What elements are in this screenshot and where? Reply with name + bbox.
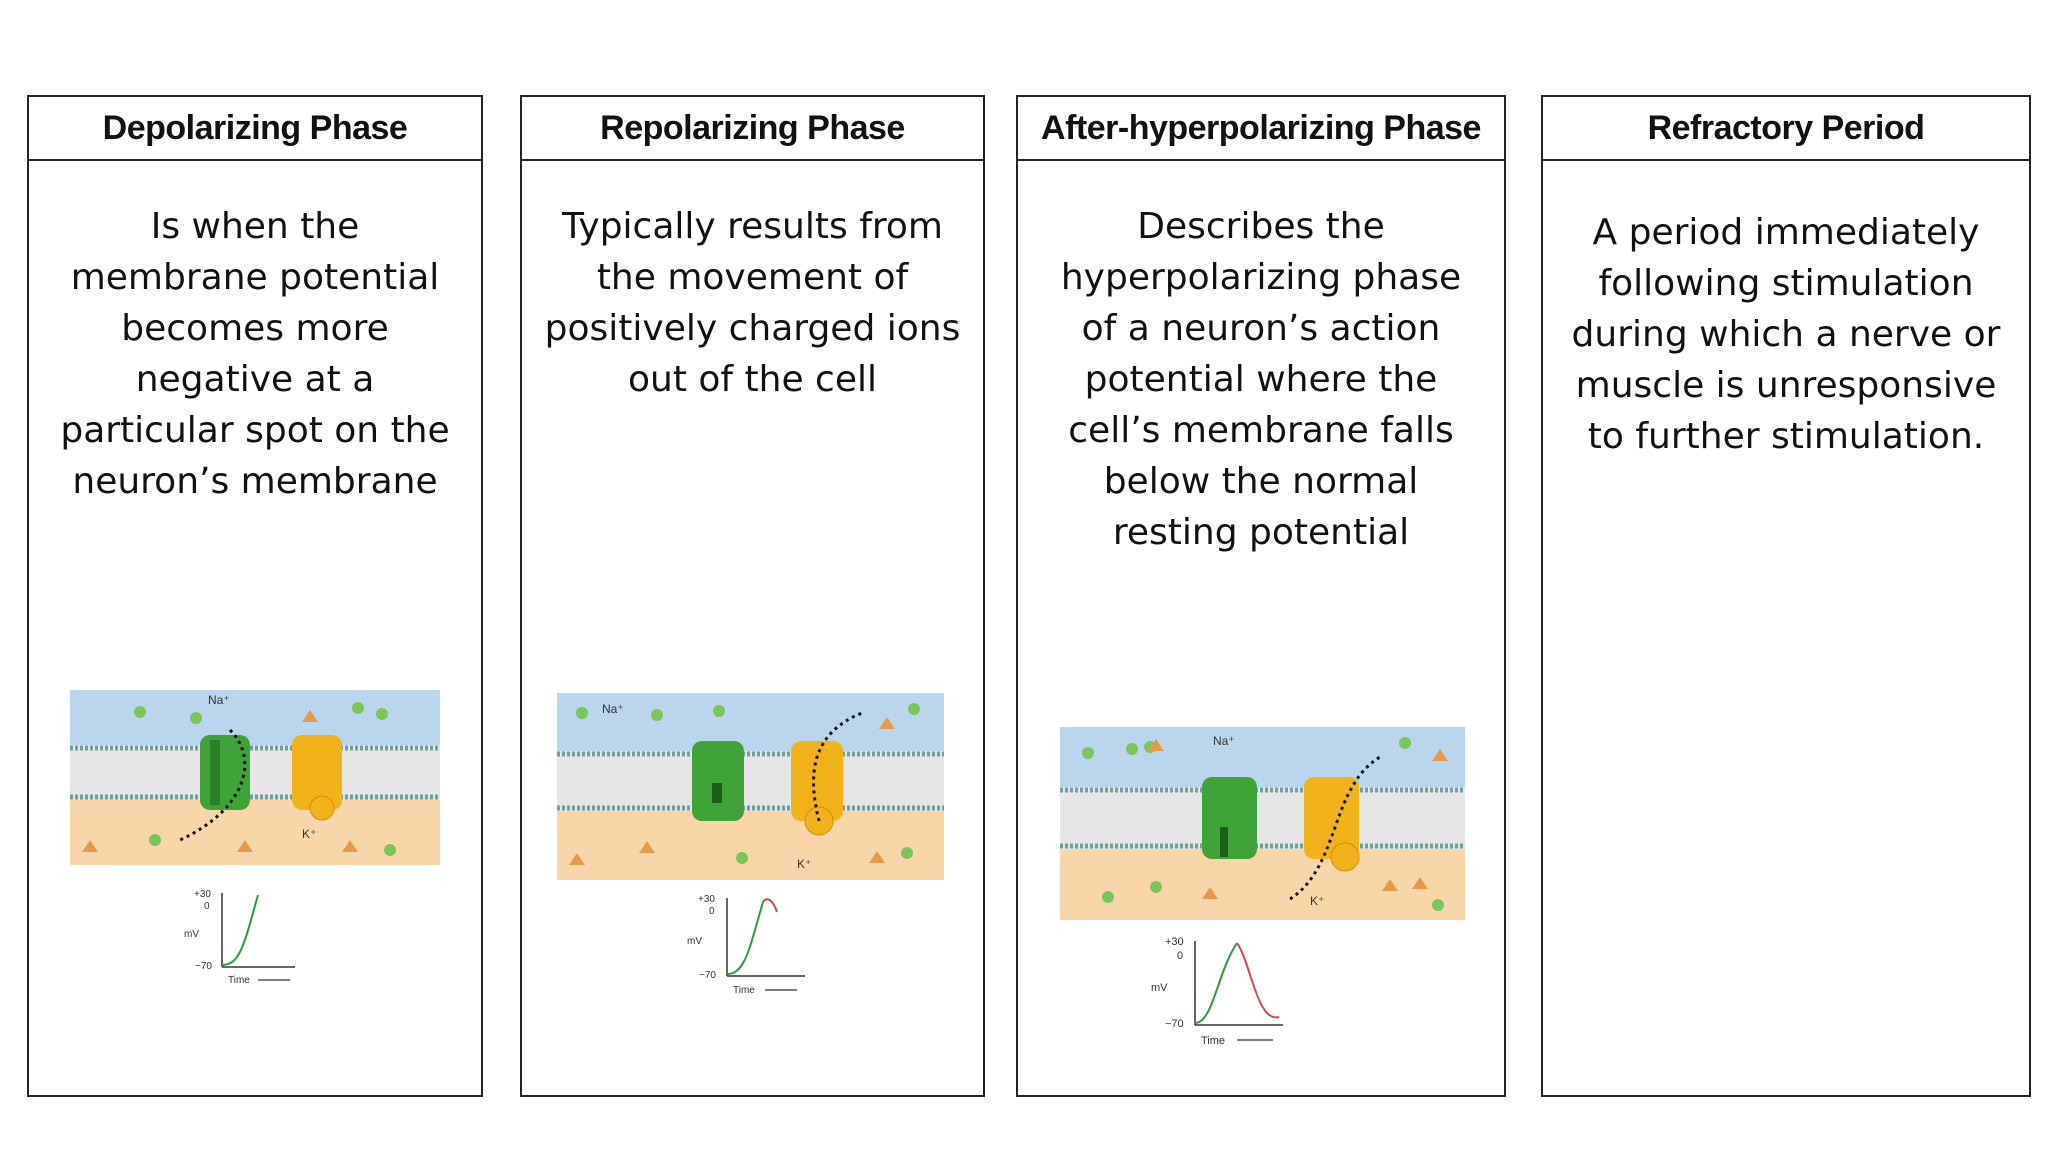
- y-tick-zero: 0: [709, 906, 715, 917]
- membrane-diagram-depolarizing: Na⁺ K⁺: [70, 690, 440, 865]
- card-title: After-hyperpolarizing Phase: [1018, 97, 1504, 161]
- card-depolarizing: Depolarizing Phase Is when the membrane …: [27, 95, 483, 1097]
- voltage-graph: +30 0 −70 mV Time: [1151, 936, 1283, 1047]
- y-tick-bottom: −70: [699, 970, 716, 981]
- voltage-graph: +30 0 −70 mV Time: [687, 894, 805, 996]
- voltage-graph-depolarizing: +30 0 −70 mV Time: [180, 885, 310, 990]
- card-description: A period immediately following stimulati…: [1571, 212, 2001, 457]
- membrane-illustration: Na⁺ K⁺: [70, 690, 440, 865]
- y-tick-top: +30: [698, 894, 715, 905]
- x-label: Time: [1201, 1035, 1225, 1047]
- y-unit: mV: [184, 929, 199, 940]
- y-unit: mV: [687, 936, 702, 947]
- membrane-illustration: Na⁺ K⁺: [1060, 727, 1465, 920]
- k-label: K⁺: [797, 857, 811, 871]
- voltage-graph-repolarizing: +30 0 −70 mV Time: [683, 890, 818, 1000]
- y-tick-bottom: −70: [1165, 1018, 1184, 1030]
- membrane-diagram-repolarizing: Na⁺ K⁺: [557, 693, 944, 880]
- membrane-illustration: Na⁺ K⁺: [557, 693, 944, 880]
- y-tick-top: +30: [1165, 936, 1184, 948]
- membrane-diagram-after-hyperpolarizing: Na⁺ K⁺: [1060, 727, 1465, 920]
- card-description: Describes the hyperpolarizing phase of a…: [1060, 206, 1462, 553]
- voltage-graph: +30 0 −70 mV Time: [184, 889, 295, 986]
- x-label: Time: [228, 975, 250, 986]
- y-unit: mV: [1151, 982, 1168, 994]
- card-after-hyperpolarizing: After-hyperpolarizing Phase Describes th…: [1016, 95, 1506, 1097]
- card-repolarizing: Repolarizing Phase Typically results fro…: [520, 95, 985, 1097]
- voltage-graph-after-hyperpolarizing: +30 0 −70 mV Time: [1147, 933, 1297, 1053]
- y-tick-zero: 0: [204, 901, 210, 912]
- k-label: K⁺: [1310, 894, 1324, 908]
- na-label: Na⁺: [1213, 734, 1235, 748]
- card-refractory-period: Refractory Period A period immediately f…: [1541, 95, 2031, 1097]
- card-title: Refractory Period: [1543, 97, 2029, 161]
- na-label: Na⁺: [208, 693, 230, 707]
- y-tick-zero: 0: [1177, 950, 1183, 962]
- y-tick-bottom: −70: [195, 961, 212, 972]
- card-title: Repolarizing Phase: [522, 97, 983, 161]
- card-title: Depolarizing Phase: [29, 97, 481, 161]
- k-label: K⁺: [302, 827, 316, 841]
- na-label: Na⁺: [602, 702, 624, 716]
- card-description: Typically results from the movement of p…: [544, 206, 961, 400]
- y-tick-top: +30: [194, 889, 211, 900]
- card-description: Is when the membrane potential becomes m…: [60, 206, 450, 502]
- x-label: Time: [733, 985, 755, 996]
